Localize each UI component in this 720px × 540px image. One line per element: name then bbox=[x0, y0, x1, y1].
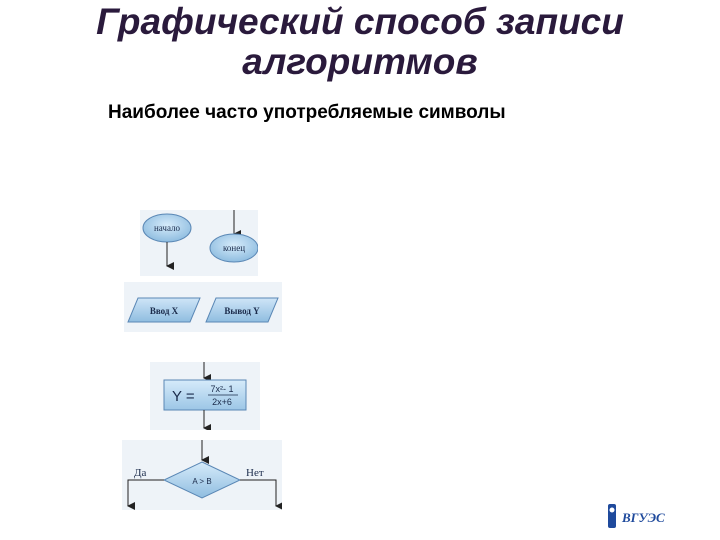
output-label: Вывод Y bbox=[224, 306, 260, 316]
process-panel: Y = 7x²- 1 2x+6 bbox=[150, 362, 260, 432]
decision-panel: A > B Да Нет bbox=[122, 440, 283, 510]
process-lhs: Y = bbox=[172, 388, 195, 405]
logo-dot-icon bbox=[609, 507, 615, 513]
yes-arrow bbox=[127, 479, 164, 510]
process-denominator: 2x+6 bbox=[212, 397, 232, 407]
process-symbol: Y = 7x²- 1 2x+6 bbox=[163, 362, 247, 432]
university-logo: ВГУЭС bbox=[606, 500, 686, 532]
input-label: Ввод X bbox=[150, 306, 179, 316]
terminator-panel: начало конец bbox=[140, 210, 259, 276]
decision-label: A > B bbox=[192, 477, 211, 486]
decision-diamond bbox=[162, 461, 242, 499]
terminator-symbols: начало конец bbox=[142, 210, 259, 270]
end-label: конец bbox=[223, 243, 245, 253]
no-arrow bbox=[240, 479, 283, 510]
start-label: начало bbox=[154, 223, 181, 233]
logo-emblem: ВГУЭС bbox=[608, 504, 665, 528]
logo-text: ВГУЭС bbox=[621, 510, 665, 525]
yes-label: Да bbox=[134, 467, 147, 479]
no-label: Нет bbox=[246, 467, 264, 479]
title-line-1: Графический способ записи bbox=[96, 1, 624, 42]
process-numerator: 7x²- 1 bbox=[210, 384, 233, 394]
io-panel: Ввод X Вывод Y bbox=[124, 282, 282, 332]
input-parallelogram bbox=[127, 297, 201, 323]
io-symbols: Ввод X Вывод Y bbox=[127, 297, 279, 323]
title-line-2: алгоритмов bbox=[242, 41, 478, 82]
output-parallelogram bbox=[205, 297, 279, 323]
decision-symbol: A > B Да Нет bbox=[127, 440, 283, 510]
slide-title: Графический способ записи алгоритмов bbox=[0, 2, 720, 82]
slide-subtitle: Наиболее часто употребляемые символы bbox=[108, 102, 506, 123]
